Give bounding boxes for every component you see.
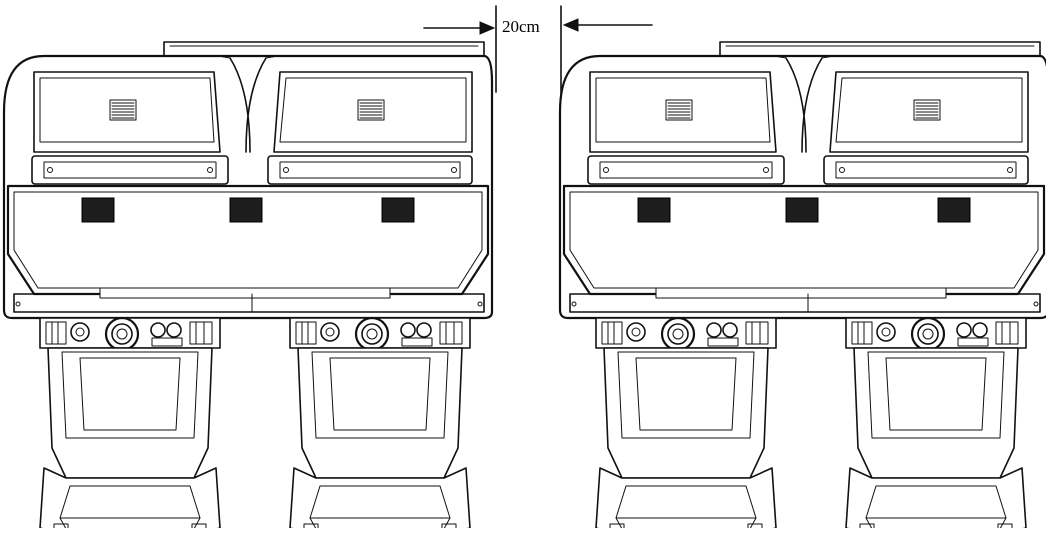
right-unit (560, 42, 1046, 528)
dimension-label: 20cm (502, 17, 540, 36)
arrow-left-icon (562, 18, 653, 32)
dimension-annotation: 20cm (423, 5, 653, 99)
left-unit (4, 42, 492, 528)
arrow-right-icon (423, 21, 496, 35)
